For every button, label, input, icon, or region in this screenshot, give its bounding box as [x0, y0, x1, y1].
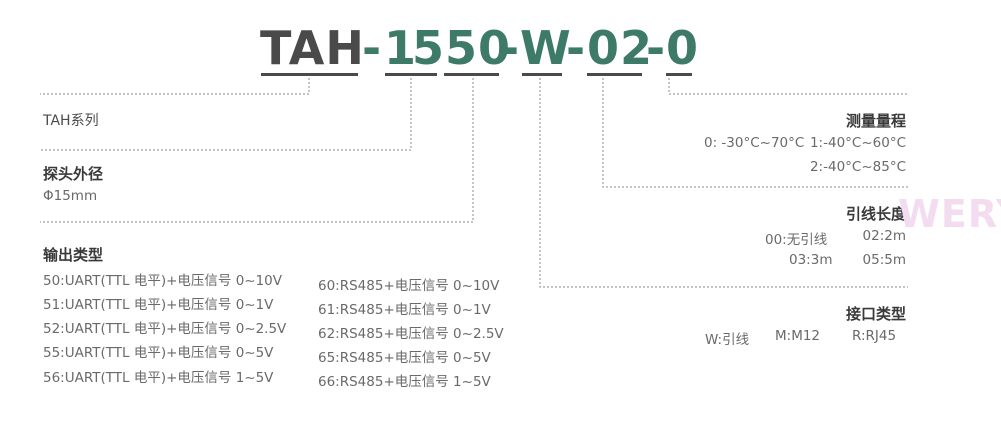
code-probe: 1 — [384, 21, 418, 75]
lead-length-underline — [587, 73, 642, 76]
output-item: 56:UART(TTL 电平)+电压信号 1~5V — [43, 370, 274, 386]
interface-item: W:引线 — [705, 332, 750, 348]
probe-underline — [385, 73, 437, 76]
range-item: 0: -30°C~70°C — [704, 135, 805, 151]
lead-length-item: 02:2m — [862, 228, 906, 244]
interface-item: R:RJ45 — [852, 328, 897, 344]
range-title: 测量量程 — [845, 112, 906, 130]
code-range: 0 — [666, 21, 700, 75]
range-item: 1:-40°C~60°C — [809, 135, 906, 151]
code-lead-length: 02 — [587, 21, 654, 75]
lead-length-item: 05:5m — [862, 252, 906, 268]
range-underline — [666, 73, 692, 76]
code-lead-type: W — [520, 21, 572, 75]
code-separator: - — [500, 21, 521, 75]
output-item: 62:RS485+电压信号 0~2.5V — [318, 326, 504, 342]
output-item: 66:RS485+电压信号 1~5V — [318, 374, 491, 390]
probe-value: Φ15mm — [43, 188, 98, 204]
interface-title: 接口类型 — [845, 305, 906, 323]
lead-type-underline — [522, 73, 562, 76]
output-item: 50:UART(TTL 电平)+电压信号 0~10V — [43, 273, 283, 289]
output-item: 60:RS485+电压信号 0~10V — [318, 278, 500, 294]
lead-length-item: 03:3m — [789, 252, 833, 268]
interface-item: M:M12 — [775, 328, 821, 344]
code-series: TAH — [260, 21, 365, 75]
series-label: TAH系列 — [43, 113, 99, 129]
output-item: 55:UART(TTL 电平)+电压信号 0~5V — [43, 345, 274, 361]
output-underline — [444, 73, 499, 76]
watermark: WERY — [898, 192, 1001, 236]
output-item: 52:UART(TTL 电平)+电压信号 0~2.5V — [43, 321, 287, 337]
lead-length-item: 00:无引线 — [765, 232, 828, 248]
output-title: 输出类型 — [43, 246, 104, 264]
probe-title: 探头外径 — [43, 165, 104, 183]
range-item: 2:-40°C~85°C — [809, 159, 906, 175]
lead-length-title: 引线长度 — [845, 205, 906, 223]
code-separator: - — [646, 21, 667, 75]
code-output: 550 — [412, 21, 512, 75]
output-item: 65:RS485+电压信号 0~5V — [318, 350, 491, 366]
output-item: 51:UART(TTL 电平)+电压信号 0~1V — [43, 297, 274, 313]
code-separator: - — [362, 21, 383, 75]
code-separator: - — [566, 21, 587, 75]
series-underline — [261, 73, 358, 76]
output-item: 61:RS485+电压信号 0~1V — [318, 302, 491, 318]
